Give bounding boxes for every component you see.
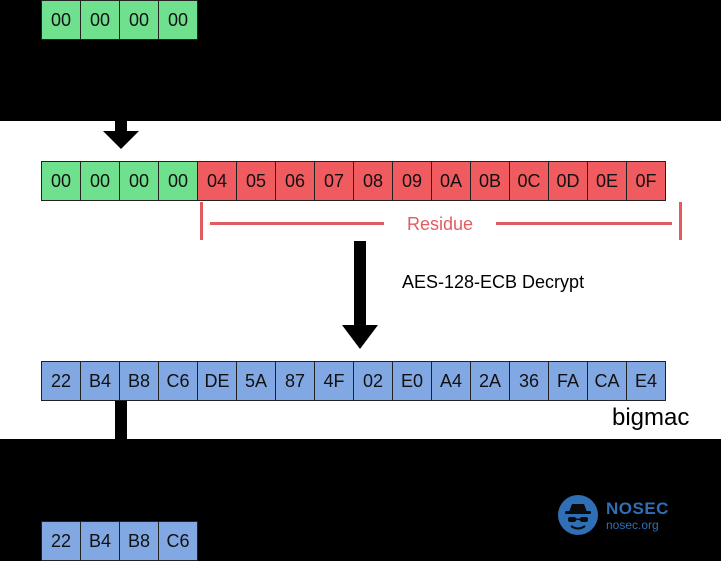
- byte-cell: DE: [197, 361, 237, 401]
- byte-cell: E4: [626, 361, 666, 401]
- byte-cell: 00: [41, 0, 81, 40]
- byte-cell: 00: [158, 0, 198, 40]
- byte-cell: B4: [80, 521, 120, 561]
- residue-label: Residue: [384, 210, 496, 238]
- byte-cell: C6: [158, 521, 198, 561]
- byte-cell: B4: [80, 361, 120, 401]
- residue-byte-cell: 0C: [509, 161, 549, 201]
- logo-name: NOSEC: [606, 498, 669, 518]
- decrypt-label: AES-128-ECB Decrypt: [402, 272, 585, 292]
- byte-cell: 00: [119, 161, 159, 201]
- byte-cell: 36: [509, 361, 549, 401]
- decrypted-block-bytes: 22 B4 B8 C6 DE 5A 87 4F 02 E0 A4 2A 36 F…: [41, 361, 666, 401]
- byte-cell: C6: [158, 361, 198, 401]
- byte-cell: 00: [158, 161, 198, 201]
- residue-byte-cell: 0B: [470, 161, 510, 201]
- byte-cell: 4F: [314, 361, 354, 401]
- byte-cell: 87: [275, 361, 315, 401]
- byte-cell: 00: [80, 0, 120, 40]
- byte-cell: 00: [41, 161, 81, 201]
- decrypt-arrow-shaft: [354, 241, 366, 327]
- byte-cell: 5A: [236, 361, 276, 401]
- input-arrow-shaft: [115, 121, 127, 133]
- residue-byte-cell: 08: [353, 161, 393, 201]
- output-connector: [115, 401, 127, 439]
- byte-cell: 2A: [470, 361, 510, 401]
- bottom-output-bytes: 22 B4 B8 C6: [41, 521, 198, 561]
- byte-cell: FA: [548, 361, 588, 401]
- residue-bracket-right: [679, 202, 682, 240]
- byte-cell: 00: [119, 0, 159, 40]
- input-arrow-head: [103, 131, 139, 149]
- residue-byte-cell: 0F: [626, 161, 666, 201]
- residue-byte-cell: 04: [197, 161, 237, 201]
- residue-bracket-left: [200, 202, 203, 240]
- byte-cell: 22: [41, 521, 81, 561]
- residue-byte-cell: 0E: [587, 161, 627, 201]
- byte-cell: 22: [41, 361, 81, 401]
- residue-byte-cell: 05: [236, 161, 276, 201]
- residue-byte-cell: 06: [275, 161, 315, 201]
- byte-cell: 02: [353, 361, 393, 401]
- byte-cell: A4: [431, 361, 471, 401]
- bigmac-label: bigmac: [612, 404, 690, 431]
- byte-cell: B8: [119, 361, 159, 401]
- residue-byte-cell: 07: [314, 161, 354, 201]
- byte-cell: 00: [80, 161, 120, 201]
- residue-byte-cell: 0A: [431, 161, 471, 201]
- residue-byte-cell: 09: [392, 161, 432, 201]
- byte-cell: E0: [392, 361, 432, 401]
- logo-domain: nosec.org: [606, 517, 659, 532]
- residue-byte-cell: 0D: [548, 161, 588, 201]
- spy-hat-icon: [558, 495, 598, 535]
- byte-cell: B8: [119, 521, 159, 561]
- nosec-logo: NOSEC nosec.org: [556, 493, 669, 537]
- top-input-bytes: 00 00 00 00: [41, 0, 198, 40]
- padded-block-bytes: 00 00 00 00 04 05 06 07 08 09 0A 0B 0C 0…: [41, 161, 666, 201]
- decrypt-arrow-head: [342, 325, 378, 349]
- byte-cell: CA: [587, 361, 627, 401]
